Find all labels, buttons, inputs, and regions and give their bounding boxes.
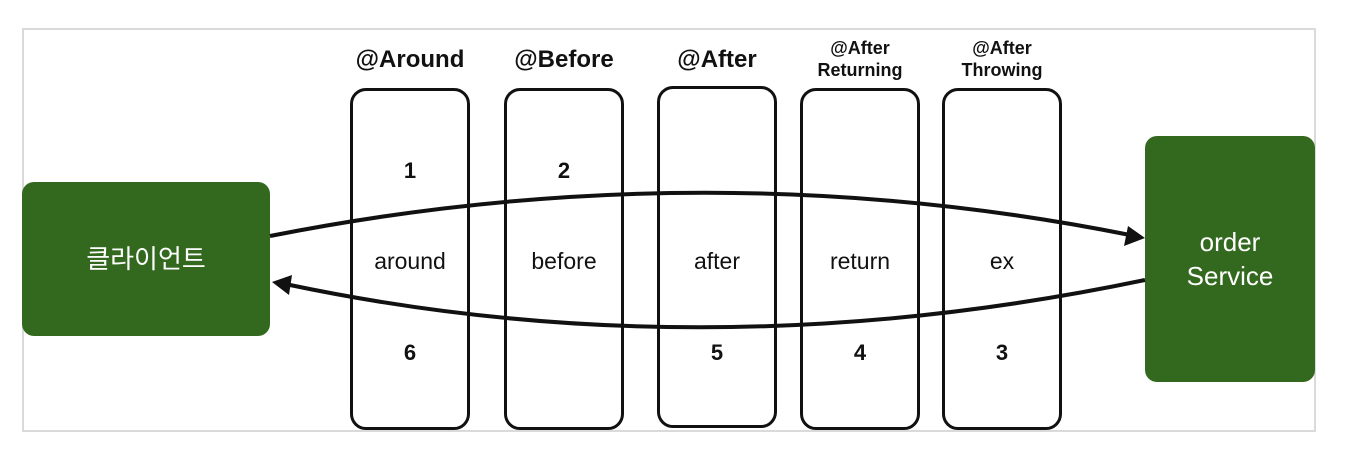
after-advice-title: @After <box>677 46 757 73</box>
after-throwing-advice-title: @After Throwing <box>961 38 1043 80</box>
after-throwing-advice-box <box>942 88 1062 430</box>
before-advice-box <box>504 88 624 430</box>
client-label: 클라이언트 <box>86 244 206 274</box>
after-step-bottom: 5 <box>710 340 724 365</box>
around-advice-box <box>350 88 470 430</box>
after-returning-method-label: return <box>829 248 891 274</box>
before-step-top: 2 <box>557 158 571 183</box>
after-returning-step-bottom: 4 <box>853 340 867 365</box>
before-advice-title: @Before <box>514 46 614 73</box>
response-arrow <box>289 278 1146 330</box>
after-advice-box <box>657 86 777 428</box>
before-method-label: before <box>531 248 597 274</box>
after-method-label: after <box>693 248 741 274</box>
around-method-label: around <box>374 248 446 274</box>
after-returning-advice-box <box>800 88 920 430</box>
after-throwing-step-bottom: 3 <box>995 340 1009 365</box>
around-step-bottom: 6 <box>403 340 417 365</box>
response-arrowhead <box>272 275 292 295</box>
request-arrow <box>269 190 1131 238</box>
order-service-box: order Service <box>1145 136 1315 382</box>
around-step-top: 1 <box>403 158 417 183</box>
after-throwing-method-label: ex <box>989 248 1015 274</box>
order-service-label: order Service <box>1186 227 1274 291</box>
client-box: 클라이언트 <box>22 182 270 336</box>
around-advice-title: @Around <box>355 46 465 73</box>
after-returning-advice-title: @After Returning <box>817 38 903 80</box>
request-arrowhead <box>1124 226 1145 246</box>
